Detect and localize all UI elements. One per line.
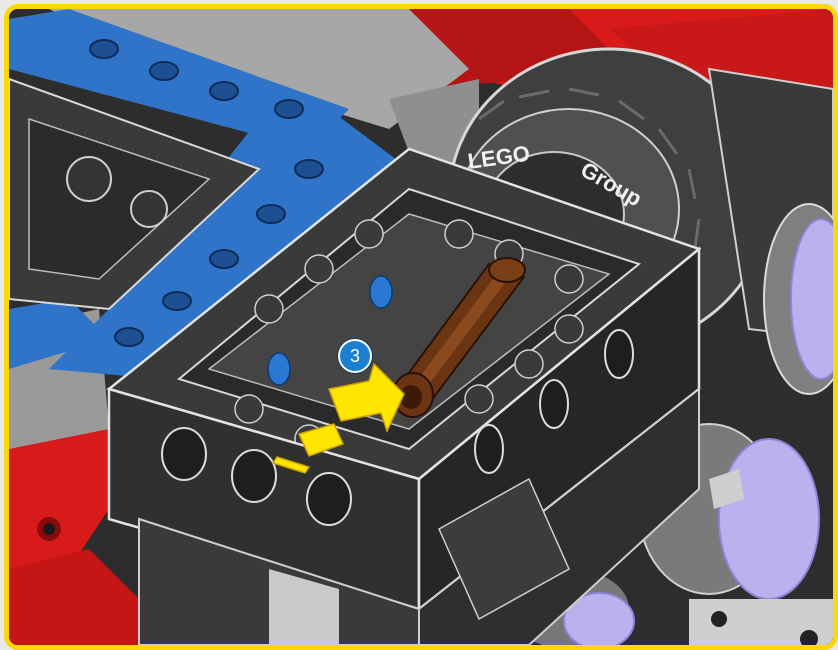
- lego-build-illustration: LEGO Group: [9, 9, 833, 645]
- instruction-frame: LEGO Group: [4, 4, 838, 650]
- step-number-badge: 3: [338, 339, 372, 373]
